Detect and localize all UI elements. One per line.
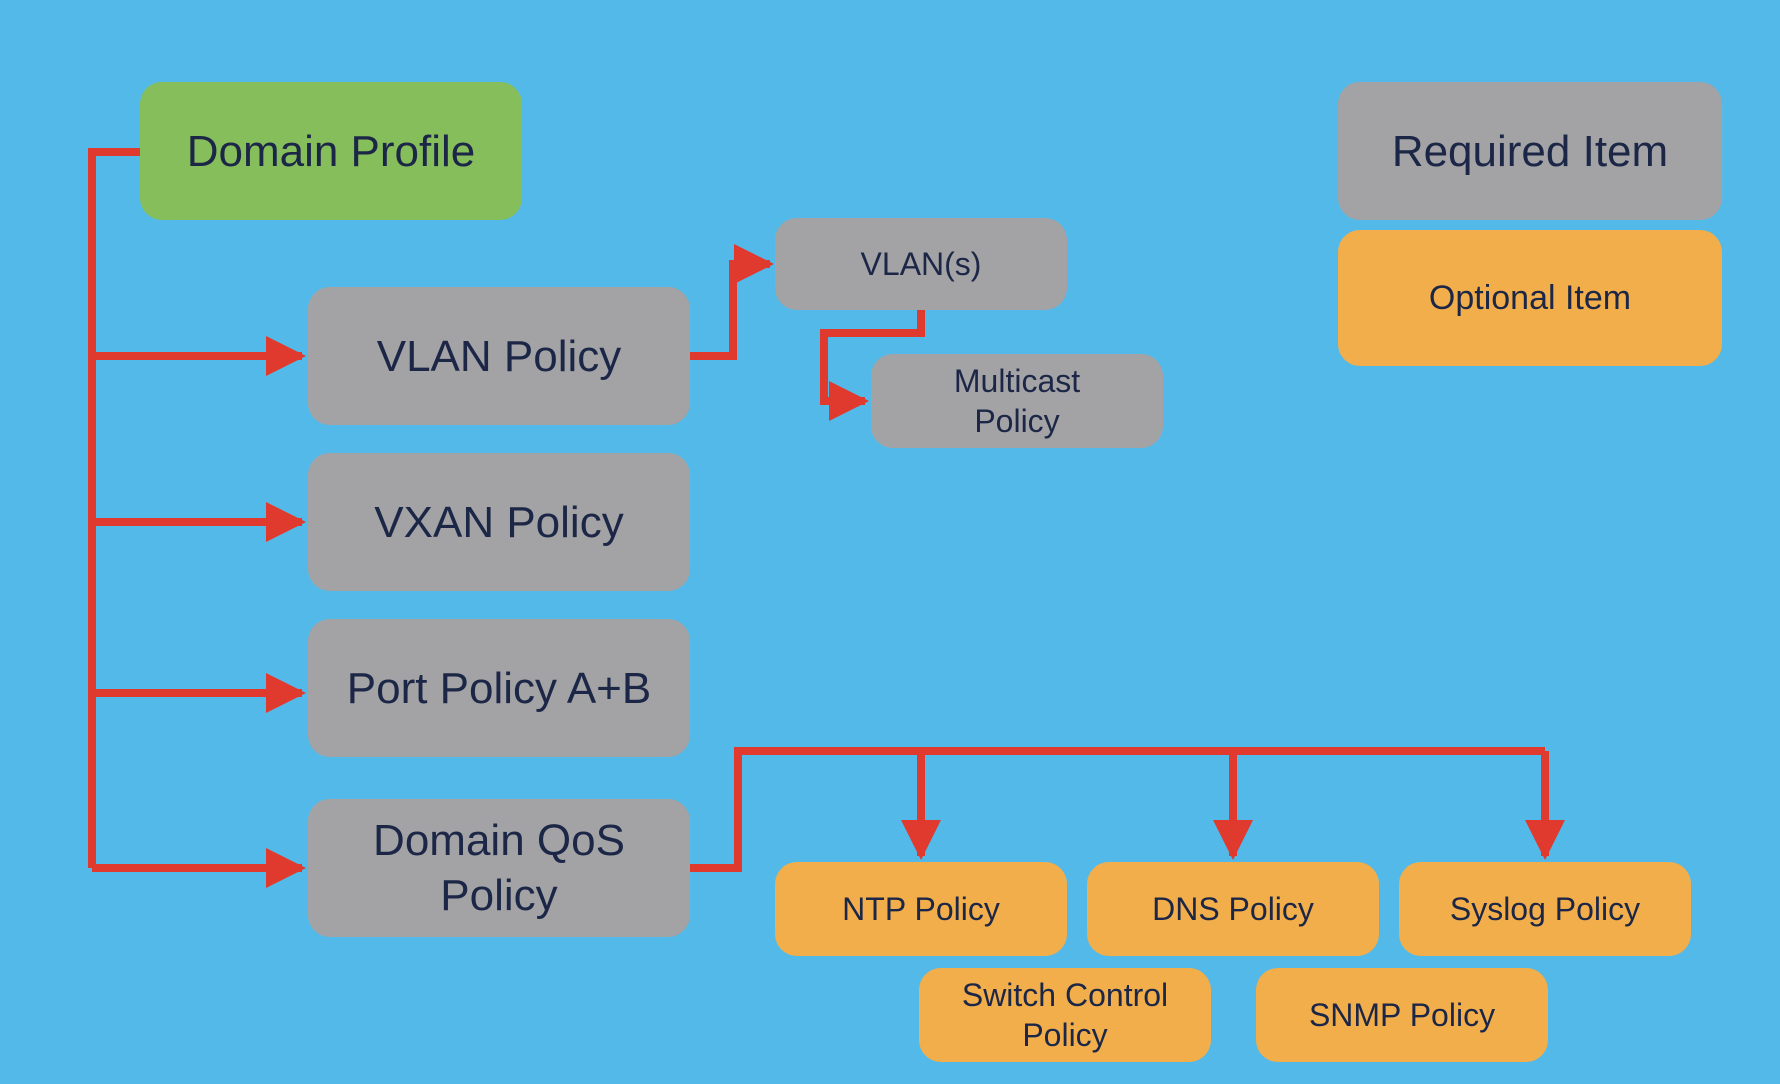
legend-required-item: Required Item xyxy=(1338,82,1722,220)
node-syslog-policy: Syslog Policy xyxy=(1399,862,1691,956)
node-snmp-policy: SNMP Policy xyxy=(1256,968,1548,1062)
node-domain-profile: Domain Profile xyxy=(140,82,522,220)
node-vlans: VLAN(s) xyxy=(775,218,1067,310)
legend-optional-item: Optional Item xyxy=(1338,230,1722,366)
node-ntp-policy: NTP Policy xyxy=(775,862,1067,956)
node-domain-qos-policy: Domain QoS Policy xyxy=(308,799,690,937)
arrow-to-vlans xyxy=(690,244,774,360)
node-port-policy: Port Policy A+B xyxy=(308,619,690,757)
node-multicast-policy: Multicast Policy xyxy=(871,354,1163,448)
arrow-to-multicast-policy xyxy=(820,310,925,421)
node-vxan-policy: VXAN Policy xyxy=(308,453,690,591)
node-dns-policy: DNS Policy xyxy=(1087,862,1379,956)
node-vlan-policy: VLAN Policy xyxy=(308,287,690,425)
qos-bus-connector xyxy=(690,747,1545,872)
node-switch-control-policy: Switch Control Policy xyxy=(919,968,1211,1062)
spine-connector xyxy=(88,148,140,868)
